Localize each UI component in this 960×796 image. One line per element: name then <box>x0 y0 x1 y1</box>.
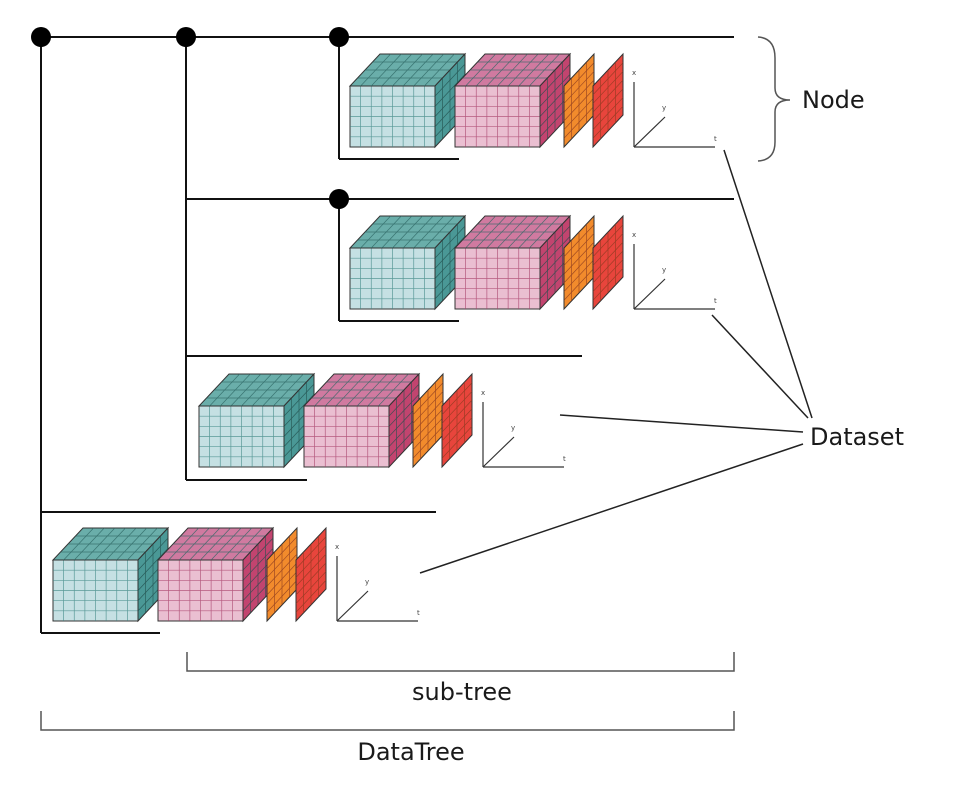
subtree-bracket <box>186 652 735 672</box>
y-axis-label: y <box>662 266 666 274</box>
grid-lines <box>199 406 284 467</box>
datasets: x y t x y t x y t x y t <box>51 52 717 623</box>
dataset-pointers <box>419 149 813 574</box>
dataset-root: x y t <box>51 526 420 623</box>
y-axis <box>633 278 666 310</box>
grid-lines <box>357 215 458 249</box>
grid-lines <box>53 560 138 621</box>
dataset-pointer-4 <box>419 443 804 574</box>
dataset-pointer-3 <box>559 414 804 433</box>
t-axis-label: t <box>714 297 717 305</box>
node-label: Node <box>802 86 865 114</box>
grid-lines <box>304 406 389 467</box>
red-slice <box>592 214 624 311</box>
t-axis-label: t <box>417 609 420 617</box>
t-axis-label: t <box>563 455 566 463</box>
grid-lines <box>455 248 540 309</box>
x-axis-label: x <box>632 69 636 77</box>
x-axis-label: x <box>335 543 339 551</box>
grid-lines <box>311 373 412 407</box>
red-slice <box>592 52 624 149</box>
grid-lines <box>165 527 266 561</box>
dataset-subtree: x y t <box>197 372 566 469</box>
teal-cube <box>348 214 467 311</box>
grid-lines <box>350 86 435 147</box>
orange-slice <box>412 372 444 469</box>
orange-slice <box>266 526 298 623</box>
grid-lines <box>592 62 624 139</box>
dataset-label: Dataset <box>810 423 904 451</box>
pink-cube <box>156 526 275 623</box>
grid-lines <box>295 536 327 613</box>
coordinate-axes <box>633 82 715 148</box>
grid-lines <box>462 53 563 87</box>
teal-cube <box>51 526 170 623</box>
y-axis <box>336 590 369 622</box>
coordinate-axes <box>482 402 564 468</box>
dataset-node-2: x y t <box>348 214 717 311</box>
y-axis-label: y <box>662 104 666 112</box>
teal-cube <box>197 372 316 469</box>
y-axis-label: y <box>365 578 369 586</box>
dataset-node-1: x y t <box>348 52 717 149</box>
grid-lines <box>158 560 243 621</box>
grid-lines <box>563 62 595 139</box>
root-node-dot[interactable] <box>31 27 51 47</box>
dataset-pointer-2 <box>711 314 809 419</box>
grid-lines <box>441 382 473 459</box>
dataset-pointer-1 <box>723 149 813 419</box>
t-axis-label: t <box>714 135 717 143</box>
subtree-label: sub-tree <box>412 678 512 706</box>
grid-lines <box>412 382 444 459</box>
x-axis-label: x <box>632 231 636 239</box>
y-axis <box>482 436 515 468</box>
leaf-node-2-dot[interactable] <box>329 189 349 209</box>
grid-lines <box>455 86 540 147</box>
teal-cube <box>348 52 467 149</box>
pink-cube <box>302 372 421 469</box>
grid-lines <box>266 536 298 613</box>
datatree-bracket <box>40 711 735 731</box>
y-axis <box>633 116 666 148</box>
tree-lines <box>40 36 734 634</box>
grid-lines <box>357 53 458 87</box>
datatree-label: DataTree <box>357 738 464 766</box>
node-brace <box>757 36 791 162</box>
orange-slice <box>563 214 595 311</box>
grid-lines <box>592 224 624 301</box>
node-dots <box>31 27 349 209</box>
red-slice <box>295 526 327 623</box>
pink-cube <box>453 52 572 149</box>
red-slice <box>441 372 473 469</box>
leaf-node-1-dot[interactable] <box>329 27 349 47</box>
grid-lines <box>206 373 307 407</box>
y-axis-label: y <box>511 424 515 432</box>
subtree-node-dot[interactable] <box>176 27 196 47</box>
coordinate-axes <box>633 244 715 310</box>
grid-lines <box>563 224 595 301</box>
grid-lines <box>60 527 161 561</box>
pink-cube <box>453 214 572 311</box>
coordinate-axes <box>336 556 418 622</box>
grid-lines <box>350 248 435 309</box>
x-axis-label: x <box>481 389 485 397</box>
orange-slice <box>563 52 595 149</box>
grid-lines <box>462 215 563 249</box>
